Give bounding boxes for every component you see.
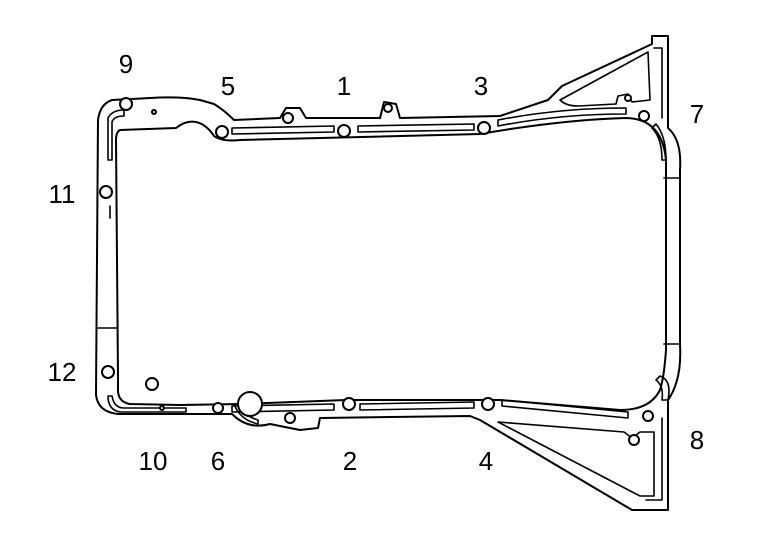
gasket-outer-outline	[95, 35, 682, 511]
bolt-label-3: 3	[473, 71, 489, 101]
bolt-holes	[99, 97, 654, 422]
bolt-label-10: 10	[138, 446, 168, 476]
bolt-label-6: 6	[210, 446, 226, 476]
flange-lower-detail	[497, 421, 655, 497]
bolt-hole-12	[101, 365, 115, 379]
bolt-label-9: 9	[118, 49, 134, 79]
bolt-hole-8	[642, 410, 654, 422]
bolt-hole-4	[481, 397, 495, 411]
bolt-hole-1	[337, 124, 351, 138]
bolt-hole-11	[99, 185, 113, 199]
flange-lower-inner	[645, 417, 663, 501]
bolt-label-8: 8	[689, 425, 705, 455]
bolt-hole-7	[638, 110, 650, 122]
bolt-label-12: 12	[47, 357, 77, 387]
bolt-hole-5	[215, 125, 229, 139]
bolt-label-11: 11	[48, 179, 76, 209]
sealing-bead-slots	[97, 107, 681, 425]
gasket-inner-outline	[115, 117, 667, 411]
bolt-hole-3	[477, 121, 491, 135]
bolt-hole-2	[342, 397, 356, 411]
bolt-hole-6	[212, 402, 224, 414]
drain-opening	[237, 391, 263, 417]
bolt-label-2: 2	[342, 446, 358, 476]
bolt-label-5: 5	[220, 71, 236, 101]
bolt-label-4: 4	[478, 446, 494, 476]
bolt-label-1: 1	[336, 71, 352, 101]
flange-upper-detail	[559, 51, 651, 107]
bolt-label-7: 7	[689, 99, 705, 129]
bolt-hole-9	[119, 97, 133, 111]
flange-upper-inner	[653, 47, 663, 119]
locator-holes	[145, 94, 640, 446]
